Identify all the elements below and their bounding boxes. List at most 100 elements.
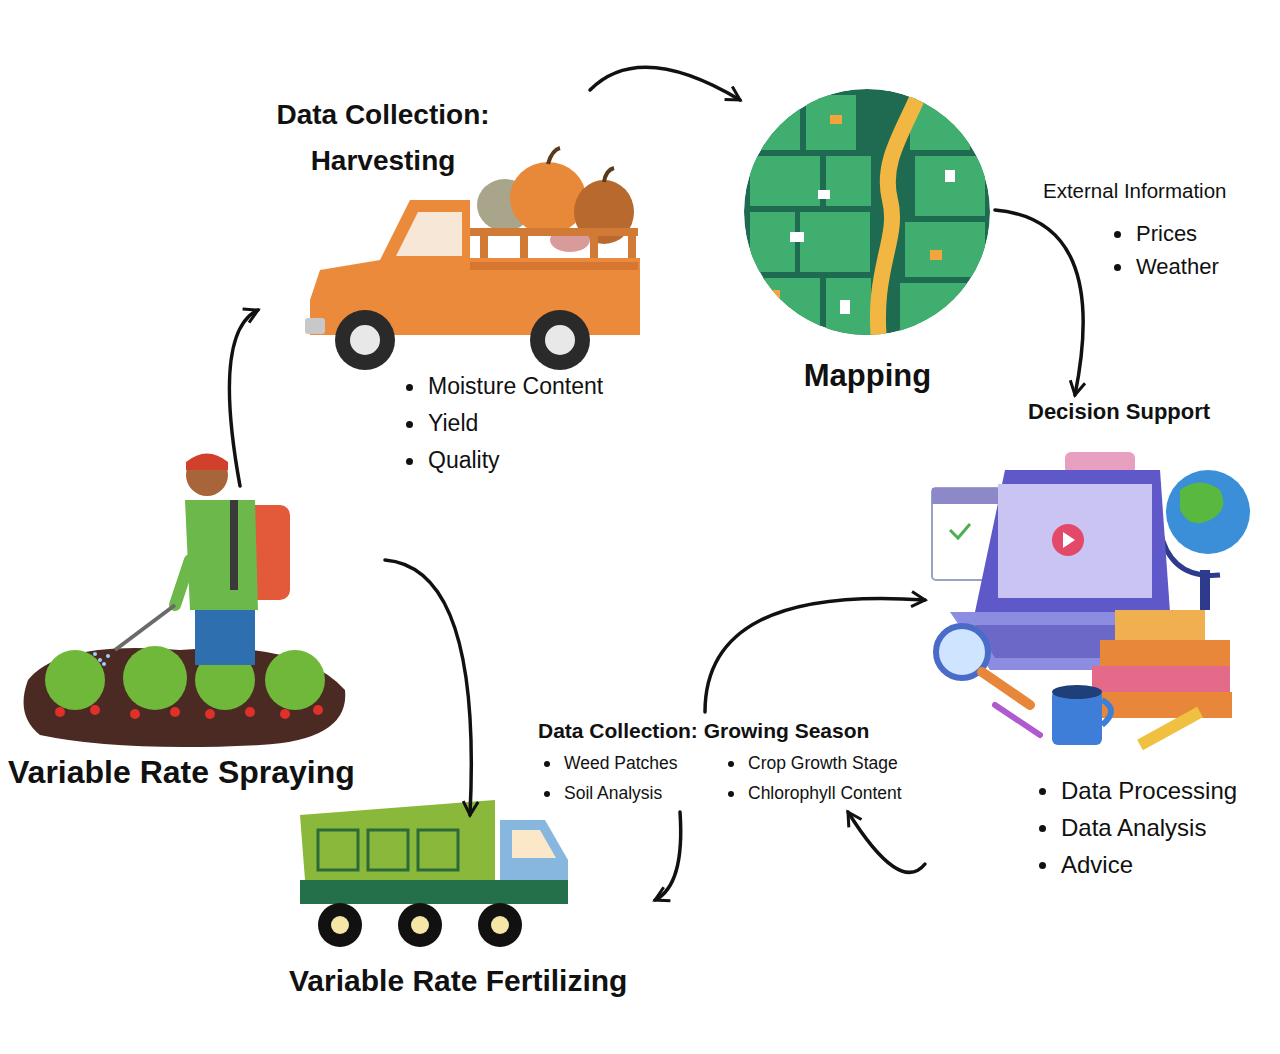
map-circle-part [750, 156, 820, 206]
harvest-truck-part [590, 228, 598, 258]
bullet-item: Chlorophyll Content [724, 783, 902, 804]
decision-illustration [932, 452, 1250, 745]
fertilizer-truck-part [318, 830, 358, 870]
strawberries-part [245, 707, 255, 717]
bullet-item: Moisture Content [400, 373, 603, 401]
decision-illustration-part [1052, 524, 1084, 556]
fertilizer-truck-part [512, 830, 556, 858]
bullet-item: Weather [1108, 254, 1219, 280]
map-circle-part [800, 212, 870, 272]
map-circle-part [905, 222, 985, 277]
map-circle-part [818, 190, 830, 199]
decision-illustration-part [998, 484, 1152, 598]
spray-mist-part [98, 658, 102, 662]
spray-mist [93, 652, 110, 666]
spray-mist-part [106, 654, 110, 658]
stage-title: Variable Rate Fertilizing [289, 963, 627, 999]
curved-arrow [590, 67, 740, 100]
map-circle-part [750, 212, 795, 272]
farmer-spraying-part [265, 650, 325, 710]
decision-illustration-part [1140, 712, 1200, 745]
map-circle-part [945, 170, 955, 182]
farmer-spraying-part [45, 650, 105, 710]
map-circle-part [806, 95, 856, 150]
stage-title: Mapping [740, 357, 995, 394]
farmer-spraying-part [185, 500, 258, 610]
map-circle-part [790, 232, 804, 242]
map-circle-part [830, 115, 842, 124]
farmer-spraying-part [186, 454, 228, 471]
map-circle-part [878, 80, 925, 350]
harvest-truck-part [530, 310, 590, 370]
harvest-truck-part [470, 228, 638, 236]
map-circle-part [826, 156, 871, 206]
bullet-item: Soil Analysis [540, 783, 662, 804]
bullet-item: Quality [400, 447, 500, 475]
decision-illustration-part [1092, 666, 1230, 692]
harvest-truck-part [350, 325, 380, 355]
fertilizer-truck-part [398, 903, 442, 947]
curved-arrow [848, 812, 925, 872]
decision-illustration-part [1166, 470, 1250, 554]
strawberries-part [205, 709, 215, 719]
map-circle [744, 80, 990, 350]
harvest-truck-part [480, 228, 488, 258]
harvest-truck-part [548, 148, 560, 164]
harvesting-stage: Data Collection: HarvestingMoisture Cont… [258, 90, 650, 482]
fertilizer-truck-part [368, 830, 408, 870]
spraying-stage: Variable Rate Spraying [5, 486, 385, 795]
harvest-truck-part [510, 162, 586, 234]
fertilizer-truck-part [411, 916, 429, 934]
strawberries-part [55, 707, 65, 717]
farmer-spraying-part [230, 500, 238, 590]
harvest-truck-part [520, 228, 528, 258]
decision-support-stage: Decision SupportData ProcessingData Anal… [925, 395, 1270, 890]
decision-illustration-part [1063, 532, 1075, 548]
map-circle-part [915, 156, 985, 216]
strawberries-part [130, 709, 140, 719]
bullet-item: Weed Patches [540, 753, 678, 774]
harvest-truck-part [305, 318, 325, 334]
decision-illustration-part [1180, 483, 1223, 524]
farmer-spraying-part [175, 560, 190, 605]
curved-arrow [385, 560, 471, 815]
map-circle-part [760, 278, 820, 338]
curved-arrow [705, 598, 925, 712]
fertilizing-stage: Variable Rate Fertilizing [285, 815, 655, 1010]
decision-illustration-part [995, 705, 1040, 735]
harvest-truck-part [628, 228, 636, 258]
map-circle-part [750, 95, 800, 150]
mapping-stage: Mapping [740, 85, 995, 400]
side-note: External Information [1043, 179, 1226, 204]
farmer-spraying-part [186, 454, 228, 496]
strawberries-part [313, 705, 323, 715]
fertilizer-truck-part [300, 800, 495, 880]
decision-illustration-part [1200, 570, 1210, 610]
harvest-truck [305, 148, 640, 370]
strawberries-part [90, 705, 100, 715]
harvest-truck-part [335, 310, 395, 370]
farmer-spraying-part [123, 646, 187, 710]
decision-illustration-part [982, 672, 1030, 705]
decision-illustration-part [1052, 685, 1102, 699]
map-circle-part [840, 300, 850, 314]
map-circle-part [826, 278, 871, 338]
fertilizer-truck-part [418, 830, 458, 870]
bullet-item: Data Analysis [1033, 814, 1206, 843]
strawberries-part [170, 707, 180, 717]
bullet-item: Yield [400, 410, 478, 438]
farmer-spraying-part [24, 648, 346, 747]
harvest-truck-part [396, 212, 462, 256]
decision-illustration-part [975, 470, 1170, 612]
stage-heading: Decision Support [1028, 399, 1210, 425]
strawberries-part [280, 709, 290, 719]
stage-heading: Data Collection: Harvesting [258, 92, 508, 184]
stage-title: Variable Rate Spraying [8, 753, 355, 791]
map-circle-part [955, 300, 967, 312]
farmer-spraying-part [115, 605, 175, 650]
curved-arrow [655, 812, 681, 900]
